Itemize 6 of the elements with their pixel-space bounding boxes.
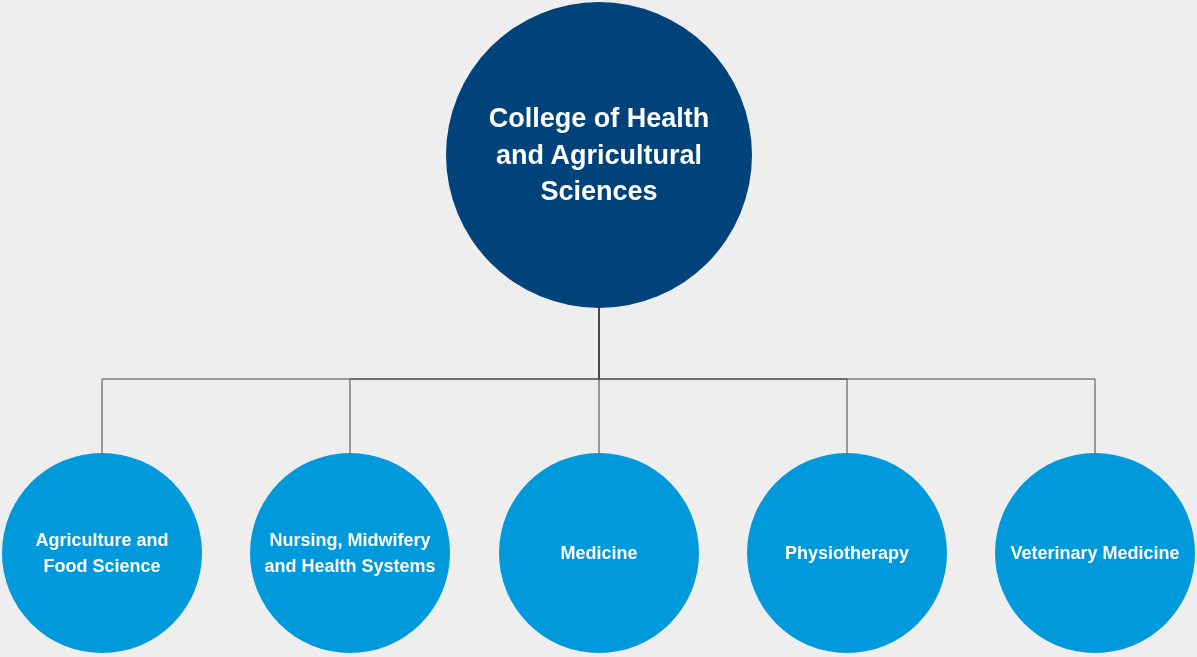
node-label: Nursing, Midwifery and Health Systems xyxy=(264,528,436,578)
node-label: College of Health and Agricultural Sciences xyxy=(487,102,711,209)
node-label: Medicine xyxy=(560,541,638,565)
node-label: Agriculture and Food Science xyxy=(34,528,170,578)
node-label: Physiotherapy xyxy=(784,541,909,565)
node-label: Veterinary Medicine xyxy=(1010,541,1180,565)
